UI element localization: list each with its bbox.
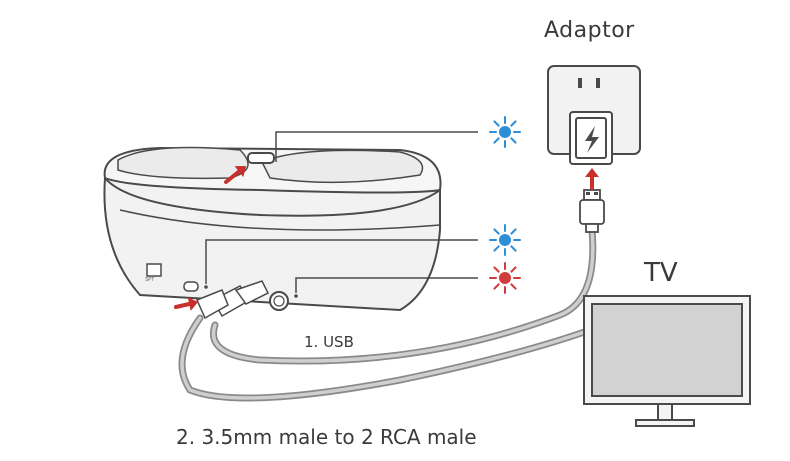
charging-case: [103, 146, 442, 312]
led-ray: [510, 137, 517, 144]
lightning-bolt-icon: [585, 126, 599, 153]
led-ray: [493, 266, 500, 273]
led-core: [499, 272, 511, 284]
tv-label: TV: [644, 258, 678, 288]
led-ray: [510, 228, 517, 235]
cables: [178, 226, 597, 402]
led-core: [499, 126, 511, 138]
middle-led-indicator: [489, 224, 521, 256]
leader-line-middle: [205, 239, 478, 284]
led-ray: [510, 283, 517, 290]
led-ray: [510, 266, 517, 273]
usb-plug-icon: [579, 189, 605, 233]
led-ray: [493, 245, 500, 252]
leader-line-bottom: [295, 277, 478, 293]
led-ray: [493, 228, 500, 235]
usb-cable-label: 1. USB: [304, 333, 354, 351]
tv: [583, 295, 751, 427]
rca-cable-label: 2. 3.5mm male to 2 RCA male: [176, 425, 477, 449]
led-ray: [510, 245, 517, 252]
bottom-led-indicator: [489, 262, 521, 294]
lid-arrow-shaft: [224, 169, 241, 184]
adaptor-arrow-head: [585, 168, 599, 177]
led-core: [499, 234, 511, 246]
lid-arrow-head: [234, 166, 246, 178]
top-led-indicator: [489, 116, 521, 148]
adaptor: [547, 65, 641, 165]
led-ray: [493, 137, 500, 144]
port-arrow-head: [187, 297, 198, 311]
leader-line-top: [275, 131, 478, 162]
audio-jack-connector: [195, 289, 229, 320]
spt-label: SPT: [145, 277, 155, 283]
arrows: [174, 166, 599, 311]
leader-lines: [205, 131, 478, 293]
adaptor-label: Adaptor: [544, 18, 635, 43]
port-arrow-shaft: [174, 301, 192, 309]
led-ray: [493, 120, 500, 127]
led-ray: [493, 283, 500, 290]
led-ray: [510, 120, 517, 127]
